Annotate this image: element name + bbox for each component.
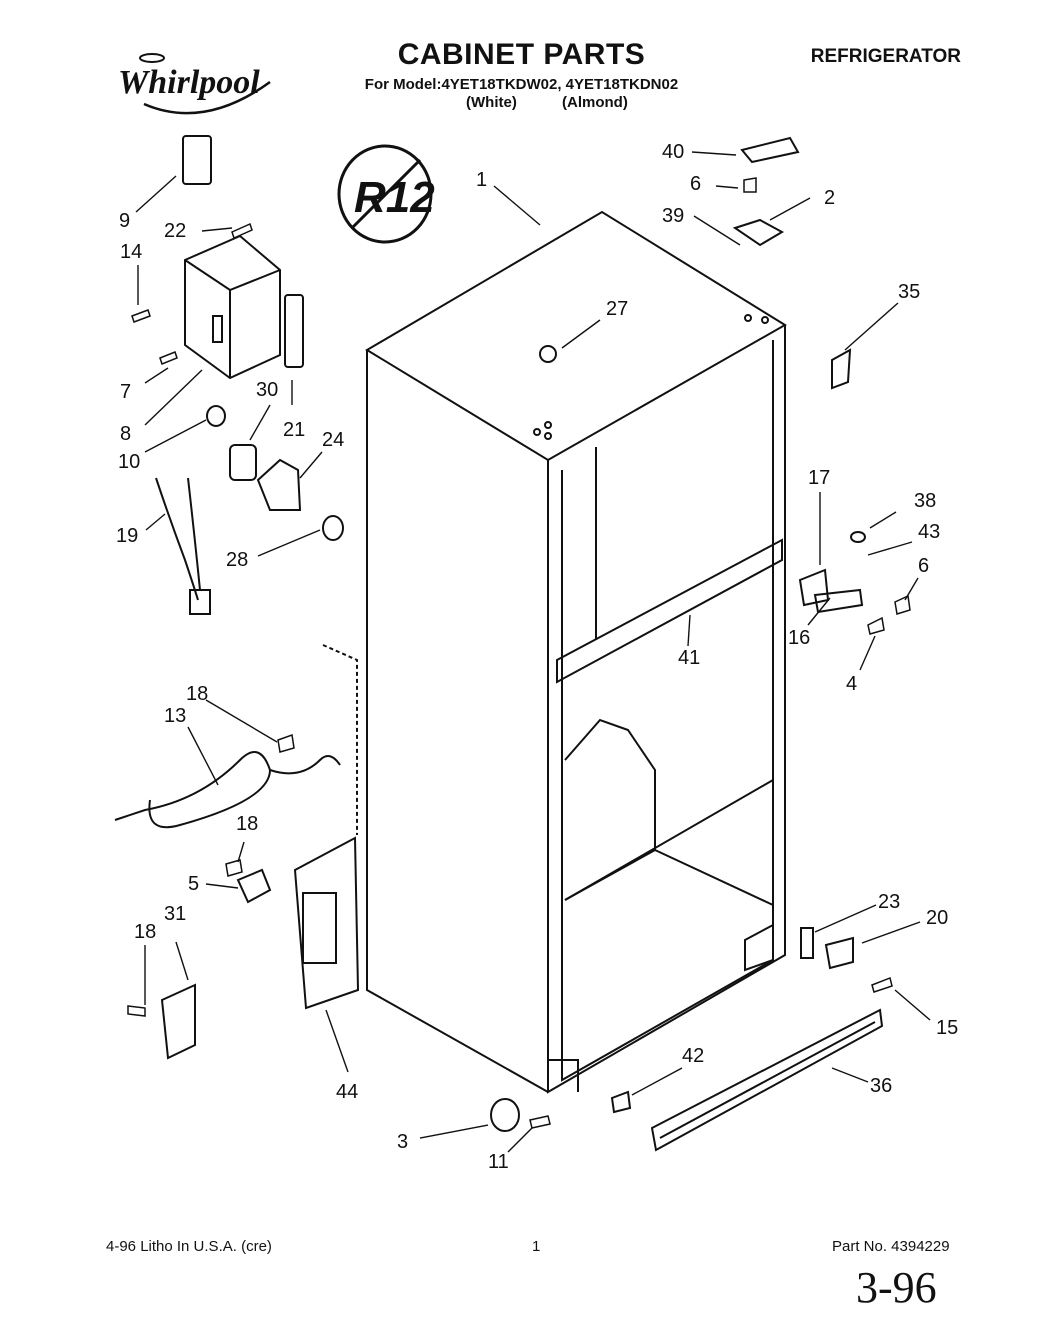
plug xyxy=(539,345,557,363)
callout-30: 30 xyxy=(256,379,278,401)
shim xyxy=(800,927,814,959)
callout-2: 2 xyxy=(824,187,835,209)
brand-name: Whirlpool xyxy=(118,64,260,101)
callout-21: 21 xyxy=(283,419,305,441)
footer-part-number: Part No. 4394229 xyxy=(832,1238,950,1255)
clip xyxy=(236,868,272,904)
cover xyxy=(160,983,196,1060)
center-hinge-bracket xyxy=(798,568,830,607)
callout-24: 24 xyxy=(322,429,344,451)
callout-18: 18 xyxy=(186,683,208,705)
screw xyxy=(231,222,253,240)
no-r12-symbol xyxy=(337,144,433,244)
screw xyxy=(529,1115,551,1129)
wire-harness xyxy=(155,477,199,601)
screw xyxy=(225,859,243,877)
callout-18b: 18 xyxy=(236,813,258,835)
grille-clip xyxy=(610,1090,632,1114)
gasket xyxy=(229,444,257,481)
back-panel-window xyxy=(302,892,337,964)
top-hinge xyxy=(732,218,785,247)
center-hinge xyxy=(813,588,864,614)
bottom-hinge xyxy=(824,936,854,970)
callout-10: 10 xyxy=(118,451,140,473)
hinge-cap xyxy=(740,136,800,164)
callout-35: 35 xyxy=(898,281,920,303)
callout-23: 23 xyxy=(878,891,900,913)
screw xyxy=(131,309,151,323)
back-panel xyxy=(293,836,360,1010)
screw xyxy=(871,976,893,993)
callout-17: 17 xyxy=(808,467,830,489)
relay-handle xyxy=(284,294,304,368)
callout-16: 16 xyxy=(788,627,810,649)
cabinet xyxy=(365,210,787,1094)
callout-20: 20 xyxy=(926,907,948,929)
callout-19: 19 xyxy=(116,525,138,547)
callout-41: 41 xyxy=(678,647,700,669)
relay-part xyxy=(182,135,212,185)
callout-6: 6 xyxy=(690,173,701,195)
screw xyxy=(159,351,178,365)
footer-page: 1 xyxy=(532,1238,541,1255)
leveling-leg xyxy=(490,1098,520,1132)
thermostat xyxy=(256,458,302,511)
callout-40: 40 xyxy=(662,141,684,163)
callout-1: 1 xyxy=(476,169,487,191)
callout-43: 43 xyxy=(918,521,940,543)
power-cord xyxy=(114,751,272,829)
model-line: For Model:4YET18TKDW02, 4YET18TKDN02 xyxy=(364,76,679,93)
page-title: CABINET PARTS xyxy=(397,38,646,71)
callout-5: 5 xyxy=(188,873,199,895)
callout-38: 38 xyxy=(914,490,936,512)
callout-27: 27 xyxy=(606,298,628,320)
toe-grille xyxy=(650,1008,884,1152)
screw xyxy=(894,594,911,615)
nut xyxy=(322,515,344,541)
callout-15: 15 xyxy=(936,1017,958,1039)
callout-22: 22 xyxy=(164,220,186,242)
callout-8: 8 xyxy=(120,423,131,445)
callout-14: 14 xyxy=(120,241,142,263)
callout-6b: 6 xyxy=(918,555,929,577)
callout-36: 36 xyxy=(870,1075,892,1097)
callout-31: 31 xyxy=(164,903,186,925)
footer-litho: 4-96 Litho In U.S.A. (cre) xyxy=(106,1238,272,1255)
color-white: (White) xyxy=(466,94,517,111)
callout-9: 9 xyxy=(119,210,130,232)
callout-7: 7 xyxy=(120,381,131,403)
handwritten-date: 3-96 xyxy=(856,1263,937,1312)
logo-swoosh-icon xyxy=(139,53,271,115)
callout-3: 3 xyxy=(397,1131,408,1153)
hinge-cover xyxy=(831,348,852,390)
color-almond: (Almond) xyxy=(562,94,628,111)
screw xyxy=(867,616,885,635)
screw xyxy=(277,733,295,753)
callout-4: 4 xyxy=(846,673,857,695)
r12-text: R12 xyxy=(354,173,435,222)
callout-13: 13 xyxy=(164,705,186,727)
callout-42: 42 xyxy=(682,1045,704,1067)
grommet xyxy=(206,405,226,427)
callout-44: 44 xyxy=(336,1081,358,1103)
screw xyxy=(127,1005,146,1017)
product-type: REFRIGERATOR xyxy=(810,46,961,67)
screw xyxy=(743,177,757,193)
whirlpool-logo xyxy=(124,52,274,132)
callout-39: 39 xyxy=(662,205,684,227)
callout-28: 28 xyxy=(226,549,248,571)
callout-18c: 18 xyxy=(134,921,156,943)
relay-cover xyxy=(184,234,281,380)
callout-11: 11 xyxy=(488,1151,509,1173)
